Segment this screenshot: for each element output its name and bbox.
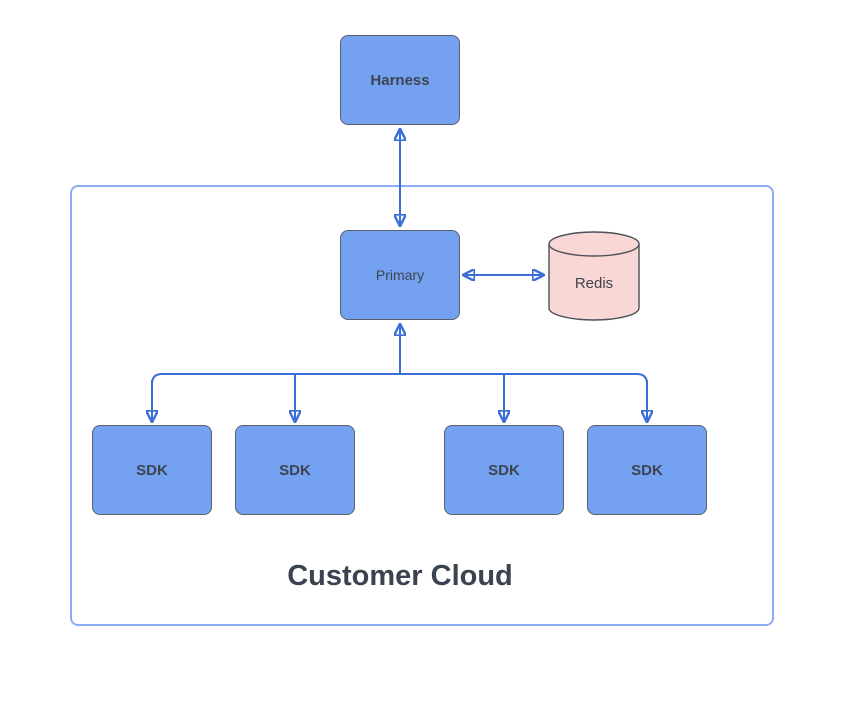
customer-cloud-label: Customer Cloud [287,560,513,592]
sdk-node-1-label: SDK [136,461,168,479]
sdk-node-2-label: SDK [279,461,311,479]
primary-node-label: Primary [375,267,425,283]
sdk-node-4: SDK [587,425,707,515]
harness-node-label: Harness [370,71,430,89]
redis-cylinder-shape [548,231,640,321]
sdk-node-3-label: SDK [488,461,520,479]
sdk-node-1: SDK [92,425,212,515]
primary-node: Primary [340,230,460,320]
redis-node-label: Redis [574,275,614,292]
sdk-node-2: SDK [235,425,355,515]
customer-cloud-container [70,185,774,626]
redis-cylinder: Redis [548,231,640,321]
sdk-node-3: SDK [444,425,564,515]
sdk-node-4-label: SDK [631,461,663,479]
harness-node: Harness [340,35,460,125]
